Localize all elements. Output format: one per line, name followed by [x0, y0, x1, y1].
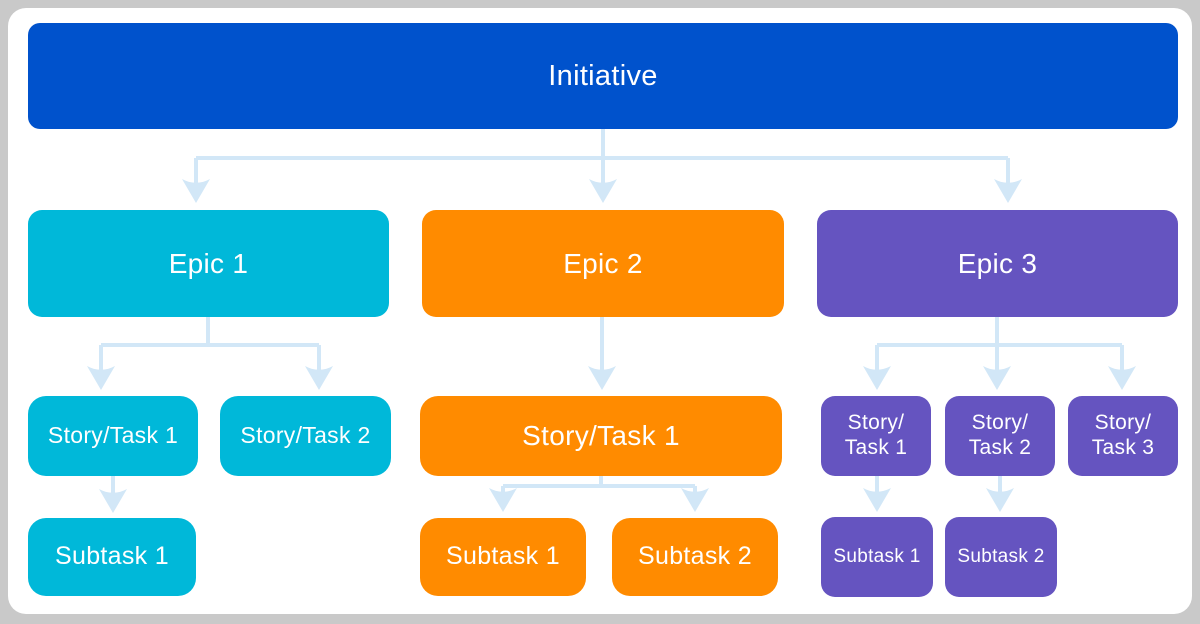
node-label: Epic 2: [563, 247, 643, 279]
node-label: Story/ Task 2: [968, 411, 1032, 459]
node-label: Story/ Task 3: [1091, 411, 1155, 459]
node-epic2-subtask-1: Subtask 1: [420, 518, 586, 596]
node-epic-1: Epic 1: [28, 210, 389, 317]
node-label: Subtask 2: [957, 545, 1045, 567]
node-epic3-story-task-2: Story/ Task 2: [945, 396, 1055, 476]
node-label: Subtask 1: [55, 542, 169, 571]
node-epic-3: Epic 3: [817, 210, 1178, 317]
node-label: Subtask 1: [446, 542, 560, 571]
node-epic1-story-task-1: Story/Task 1: [28, 396, 198, 476]
node-label: Story/Task 1: [47, 422, 179, 449]
node-epic-2: Epic 2: [422, 210, 784, 317]
node-epic3-story-task-1: Story/ Task 1: [821, 396, 931, 476]
node-epic3-subtask-1: Subtask 1: [821, 517, 933, 597]
node-label: Initiative: [548, 59, 658, 92]
node-epic3-subtask-2: Subtask 2: [945, 517, 1057, 597]
node-label: Story/Task 2: [240, 422, 371, 449]
node-label: Subtask 2: [638, 542, 752, 571]
node-label: Epic 3: [957, 247, 1038, 279]
node-label: Story/ Task 1: [844, 411, 908, 459]
connectors: [87, 129, 1136, 513]
node-epic2-subtask-2: Subtask 2: [612, 518, 778, 596]
node-epic2-story-task-1: Story/Task 1: [420, 396, 782, 476]
node-label: Story/Task 1: [522, 420, 680, 452]
node-label: Epic 1: [168, 247, 249, 279]
node-initiative: Initiative: [28, 23, 1178, 129]
node-epic1-subtask-1: Subtask 1: [28, 518, 196, 596]
node-label: Subtask 1: [833, 545, 921, 567]
node-epic3-story-task-3: Story/ Task 3: [1068, 396, 1178, 476]
node-epic1-story-task-2: Story/Task 2: [220, 396, 391, 476]
